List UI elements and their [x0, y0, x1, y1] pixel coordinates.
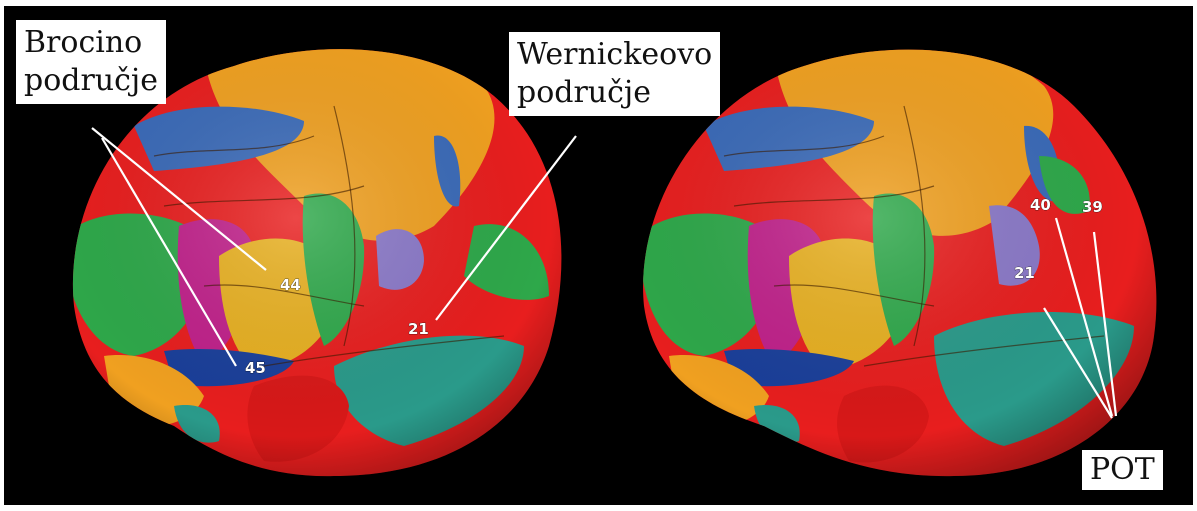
- wernicke-label-line1: Wernickeovo: [517, 36, 712, 74]
- wernicke-area-callout: Wernickeovo područje: [509, 32, 720, 116]
- pot-callout: POT: [1082, 450, 1163, 490]
- broca-area-callout: Brocino područje: [16, 20, 166, 104]
- area-label-40: 40: [1030, 196, 1051, 214]
- wernicke-label-line2: područje: [517, 74, 712, 112]
- area-label-39: 39: [1082, 198, 1103, 216]
- area-label-21-left: 21: [408, 320, 429, 338]
- broca-label-line2: područje: [24, 62, 158, 100]
- figure-panel: 44 45 21 40 39 21 Brocino područje Werni…: [4, 6, 1193, 505]
- broca-label-line1: Brocino: [24, 24, 158, 62]
- area-label-45: 45: [245, 359, 266, 377]
- area-label-21-right: 21: [1014, 264, 1035, 282]
- area-label-44: 44: [280, 276, 301, 294]
- pot-label: POT: [1090, 454, 1155, 486]
